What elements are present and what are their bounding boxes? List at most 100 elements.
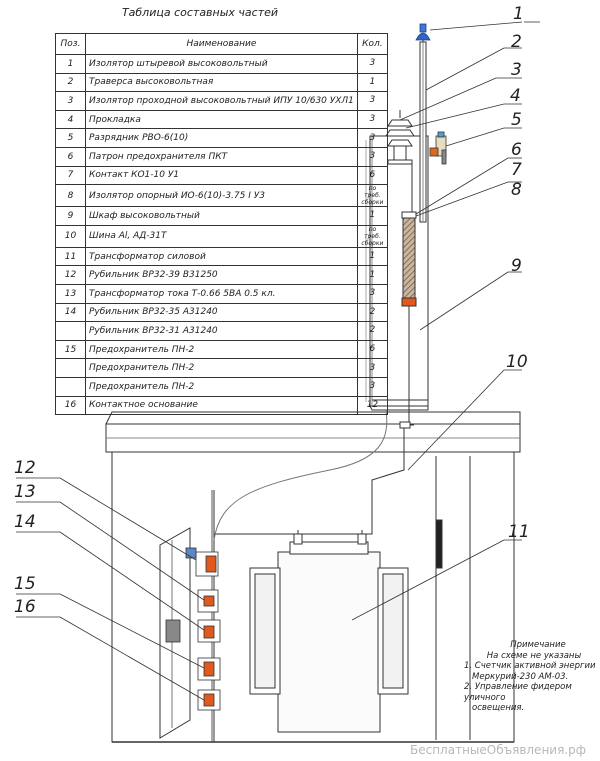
row-qty: 6 [356, 165, 388, 186]
callout-14: 14 [14, 512, 36, 532]
header-qty: Кол. [356, 33, 388, 55]
substation-housing [105, 411, 521, 743]
row-pos: 13 [55, 283, 86, 304]
row-name: Шкаф высоковольтный [85, 206, 358, 226]
row-pos: 2 [55, 72, 86, 93]
row-qty: 1 [356, 206, 388, 226]
callout-12: 12 [14, 458, 36, 478]
parts-table-header: Поз. Наименование Кол. [55, 33, 388, 55]
note-line-1: На схеме не указаны [486, 650, 582, 661]
row-name: Патрон предохранителя ПКТ [85, 146, 358, 167]
callout-1: 1 [513, 4, 524, 24]
row-name: Рубильник ВР32-35 А31240 [85, 302, 358, 323]
row-pos [55, 376, 86, 397]
callout-13: 13 [14, 482, 36, 502]
row-name: Предохранитель ПН-2 [85, 358, 358, 378]
callout-7: 7 [511, 160, 522, 180]
row-qty: 1 [356, 72, 388, 93]
row-name: Контакт КО1-10 У1 [85, 165, 358, 186]
note-line-3: Меркурий-230 АМ-03. [472, 671, 569, 682]
row-pos: 8 [55, 184, 86, 208]
row-pos: 15 [55, 339, 86, 360]
row-qty: 3 [356, 91, 388, 111]
row-name: Траверса высоковольтная [85, 72, 358, 93]
row-pos: 3 [55, 91, 86, 111]
row-qty: 3 [356, 146, 388, 167]
row-qty: 6 [356, 339, 388, 360]
callout-16: 16 [14, 597, 36, 617]
row-qty: 3 [356, 358, 388, 378]
row-name: Рубильник ВР32-39 В31250 [85, 265, 358, 285]
row-name: Изолятор проходной высоковольтный ИПУ 10… [85, 91, 358, 111]
row-pos [55, 321, 86, 341]
leader-lines-right [351, 21, 540, 621]
bushing-insulator [385, 110, 415, 165]
row-name: Изолятор опорный ИО-6(10)-3.75 I У3 [85, 184, 358, 208]
callout-4: 4 [510, 86, 521, 106]
drawing-note: Примечание На схеме не указаны 1. Счетчи… [464, 640, 600, 714]
fuse-holder [401, 164, 417, 420]
row-name: Шина Al, АД-31Т [85, 224, 358, 248]
callout-8: 8 [511, 180, 522, 200]
header-name: Наименование [85, 33, 358, 55]
row-name: Предохранитель ПН-2 [85, 339, 358, 360]
surge-arrester [429, 131, 447, 165]
row-name: Трансформатор тока Т-0.66 5ВА 0.5 кл. [85, 283, 358, 304]
note-title: Примечание [510, 640, 566, 650]
callout-15: 15 [14, 574, 36, 594]
row-pos: 10 [55, 224, 86, 248]
row-name: Трансформатор силовой [85, 246, 358, 267]
row-pos: 12 [55, 265, 86, 285]
row-name: Рубильник ВР32-31 А31240 [85, 321, 358, 341]
callout-5: 5 [511, 110, 522, 130]
row-pos: 1 [55, 54, 86, 74]
row-qty: по треб. сборки [356, 184, 388, 208]
row-qty: 2 [356, 302, 388, 323]
row-qty: 2 [356, 321, 388, 341]
callout-6: 6 [511, 140, 522, 160]
watermark: БесплатныеОбъявления.рф [410, 743, 586, 757]
row-qty: 3 [356, 376, 388, 397]
row-name: Изолятор штыревой высоковольтный [85, 54, 358, 74]
row-qty: 3 [356, 109, 388, 130]
row-qty: 1 [356, 246, 388, 267]
row-pos: 14 [55, 302, 86, 323]
lv-panel-equipment [165, 547, 221, 711]
row-pos: 4 [55, 109, 86, 130]
row-pos: 7 [55, 165, 86, 186]
row-qty: по треб. сборки [356, 224, 388, 248]
callout-10: 10 [506, 352, 528, 372]
callout-3: 3 [511, 60, 522, 80]
row-pos [55, 358, 86, 378]
row-qty: 3 [356, 128, 388, 148]
row-qty: 12 [356, 395, 388, 416]
row-pos: 16 [55, 395, 86, 416]
note-line-5: освещения. [472, 703, 525, 713]
row-pos: 9 [55, 206, 86, 226]
row-name: Предохранитель ПН-2 [85, 376, 358, 397]
row-pos: 5 [55, 128, 86, 148]
parts-table-title: Таблица составных частей [121, 6, 279, 19]
row-pos: 6 [55, 146, 86, 167]
power-transformer [249, 530, 409, 733]
row-name: Прокладка [85, 109, 358, 130]
pin-insulator [415, 23, 431, 42]
note-line-2: 1. Счетчик активной энергии [464, 661, 596, 671]
callout-11: 11 [508, 522, 530, 542]
